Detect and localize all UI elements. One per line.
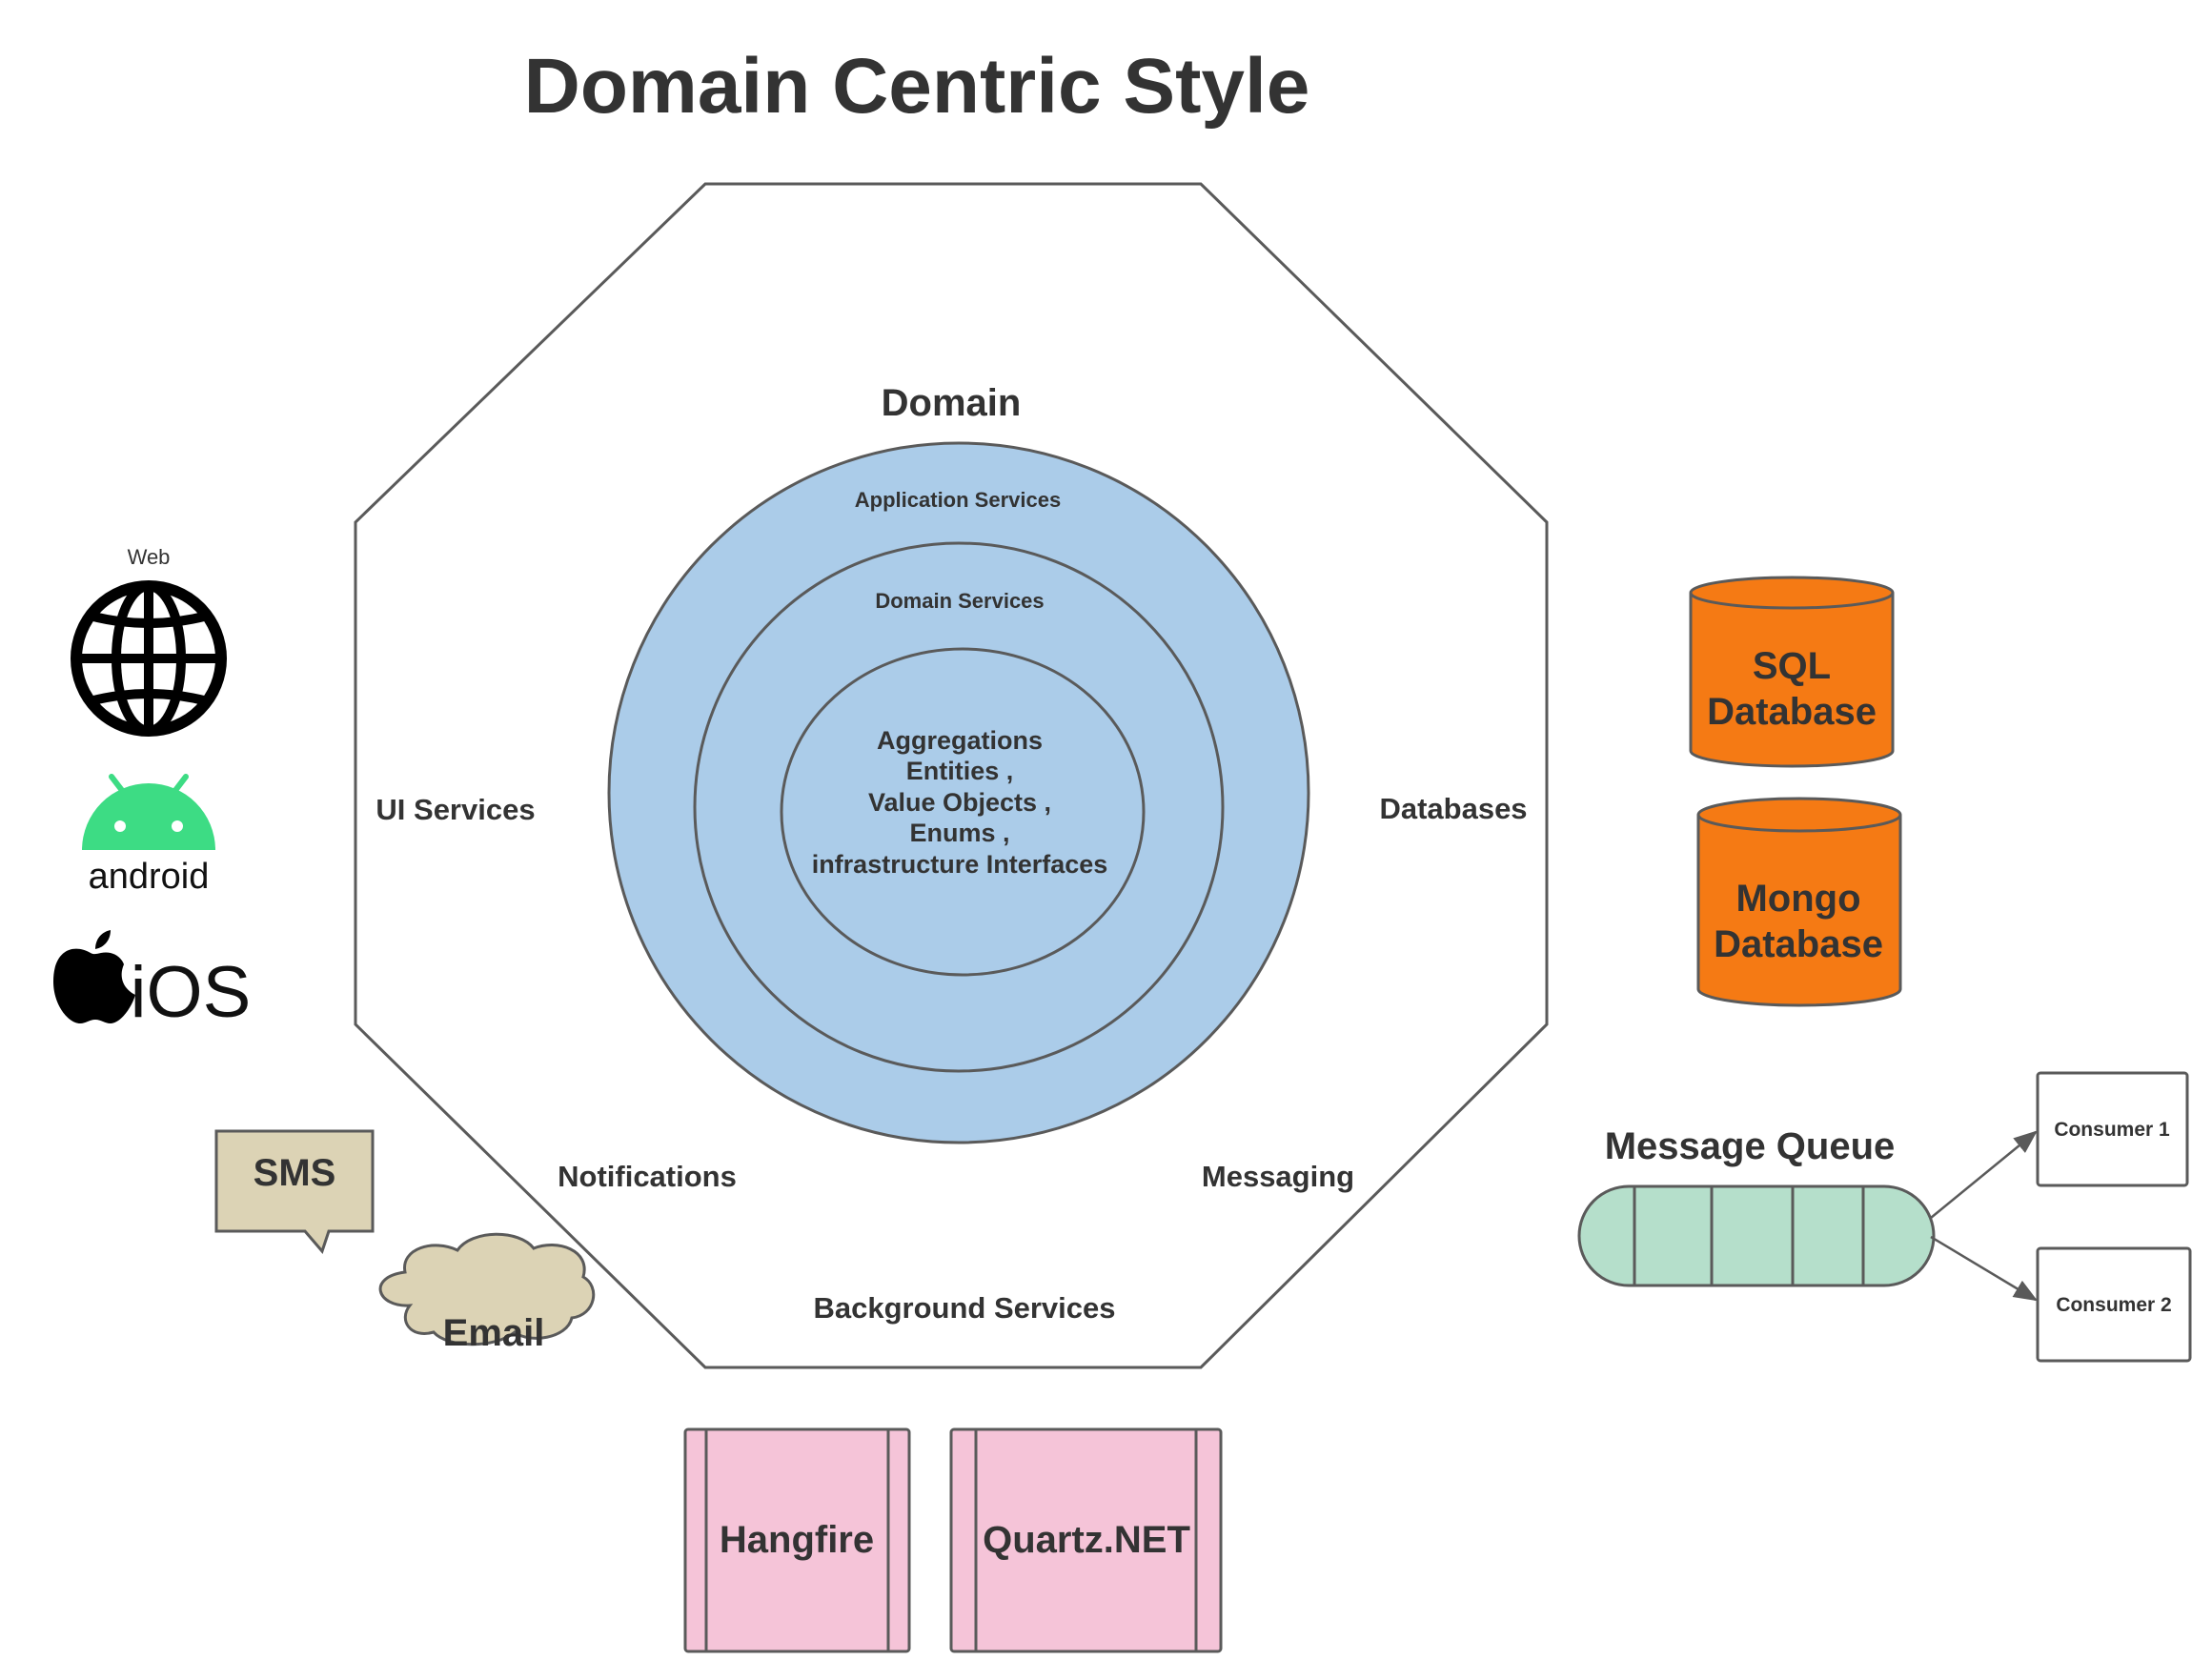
- diagram-title: Domain Centric Style: [524, 43, 1310, 130]
- apple-icon: [53, 930, 135, 1023]
- mongo-database-label: Mongo: [1735, 878, 1860, 920]
- domain-label: Domain: [882, 382, 1022, 424]
- hangfire-box: [683, 1427, 911, 1653]
- quartz-net-box: [949, 1427, 1223, 1653]
- arrow-to-consumer-1: [1930, 1130, 2038, 1219]
- core-line: infrastructure Interfaces: [812, 850, 1108, 879]
- consumer-1-label: Consumer 1: [2054, 1119, 2170, 1141]
- hangfire-label: Hangfire: [720, 1519, 874, 1561]
- core-line: Aggregations: [877, 726, 1043, 755]
- globe-icon: [71, 580, 227, 737]
- arrow-to-consumer-2: [1930, 1235, 2039, 1302]
- consumer-1-box: [2036, 1071, 2189, 1187]
- notifications-label: Notifications: [558, 1160, 737, 1193]
- message-queue-label: Message Queue: [1605, 1125, 1896, 1167]
- sms-bubble: [214, 1129, 375, 1254]
- databases-label: Databases: [1379, 792, 1527, 825]
- web-label: Web: [128, 545, 171, 569]
- ios-label: iOS: [131, 952, 252, 1033]
- background-services-label: Background Services: [813, 1291, 1115, 1325]
- ui-services-label: UI Services: [375, 793, 535, 826]
- consumer-2-box: [2036, 1246, 2192, 1363]
- sql-database-label: Database: [1707, 691, 1877, 733]
- consumer-2-label: Consumer 2: [2056, 1294, 2171, 1316]
- domain-services-label: Domain Services: [875, 589, 1044, 613]
- domain-core-ellipse: [780, 647, 1146, 977]
- email-cloud: [378, 1232, 596, 1346]
- email-label: Email: [443, 1312, 545, 1354]
- messaging-label: Messaging: [1202, 1160, 1354, 1193]
- core-line: Enums ,: [909, 819, 1009, 847]
- quartz-net-label: Quartz.NET: [983, 1519, 1190, 1561]
- core-line: Value Objects ,: [868, 788, 1051, 817]
- android-label: android: [89, 857, 210, 897]
- core-line: Entities ,: [906, 757, 1014, 785]
- sms-label: SMS: [254, 1152, 336, 1194]
- mongo-database-cylinder: [1696, 797, 1902, 1007]
- android-icon: [82, 774, 215, 850]
- mongo-database-label: Database: [1714, 923, 1883, 965]
- message-queue-pipe: [1577, 1184, 1936, 1287]
- sql-database-label: SQL: [1753, 645, 1831, 687]
- application-services-label: Application Services: [855, 488, 1061, 512]
- sql-database-cylinder: [1689, 576, 1895, 768]
